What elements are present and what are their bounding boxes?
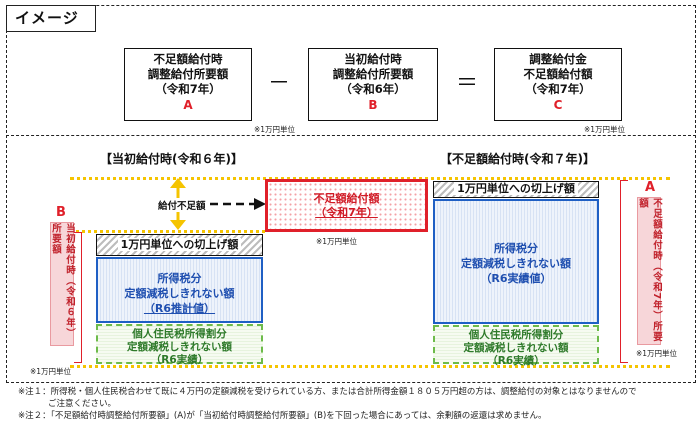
right-heading: 【不足額給付時(令和７年)】 [440,152,595,166]
formula-b-line: 調整給付所要額 [332,67,414,81]
formula-b-line: （令和6年） [340,82,406,96]
left-income-tax-bar: 所得税分 定額減税しきれない額 （R6推計値） [96,257,263,323]
image-frame [6,5,696,383]
right-resident-tax-line: 定額減税しきれない額 [463,342,569,354]
right-income-tax-bar: 所得税分 定額減税しきれない額 （R6実績値） [433,199,599,324]
left-side-letter: B [56,205,66,220]
unit-note-c: ※1万円単位 [584,125,626,134]
unit-note-a: ※1万円単位 [254,125,296,134]
shortfall-payment-line: （令和7年） [315,206,378,219]
equals-sign: ＝ [455,71,478,96]
left-bracket [74,232,82,363]
formula-box-c: 調整給付金 不足額給付額 （令和7年） C [494,48,622,121]
right-resident-tax-bar: 個人住民税所得割分 定額減税しきれない額 （R6実績） [433,325,599,367]
middle-unit-note: ※1万円単位 [316,237,358,246]
formula-a-line: 不足額給付時 [153,52,223,66]
left-resident-tax-bar: 個人住民税所得割分 定額減税しきれない額 （R6実績） [96,324,263,366]
note-1: ※注１：所得税・個人住民税合わせて既に４万円の定額減税を受けられている方、または… [18,387,637,397]
right-side-letter: A [645,180,656,195]
right-unit-note: ※1万円単位 [636,349,678,358]
left-resident-tax-line: 定額減税しきれない額 [127,341,232,353]
formula-a-line: （令和7年） [155,82,221,96]
left-roundup-label: 1万円単位への切上げ額 [117,238,242,251]
arrow-down-head [170,220,186,230]
minus-sign: － [267,71,290,96]
guide-line-bottom [70,365,670,368]
shortfall-label: 給付不足額 [158,198,206,212]
formula-a-letter: A [183,98,193,112]
formula-b-line: 当初給付時 [344,52,402,66]
footnotes: ※注１：所得税・個人住民税合わせて既に４万円の定額減税を受けられている方、または… [18,386,690,422]
right-bracket [620,180,628,363]
formula-b-letter: B [368,98,378,112]
note-2: ※注２：「不足額給付時調整給付所要額」(A)が「当初給付時調整給付所要額」(B)… [18,411,547,421]
right-roundup-label: 1万円単位への切上げ額 [454,182,578,195]
right-resident-tax-line: （R6実績） [487,355,545,367]
left-heading: 【当初給付時(令和６年)】 [100,152,243,166]
guide-line-left-top [70,230,265,233]
formula-box-b: 当初給付時 調整給付所要額 （令和6年） B [308,48,438,121]
formula-c-line: 不足額給付額 [523,67,593,81]
left-resident-tax-line: 個人住民税所得割分 [132,328,227,340]
arrow-up-head [170,178,186,188]
section-divider [6,135,696,136]
left-income-tax-line: （R6推計値） [143,302,216,315]
shortfall-payment-line: 不足額給付額 [313,192,380,205]
left-unit-note: ※1万円単位 [30,367,72,376]
right-income-tax-line: 所得税分 [494,242,538,255]
right-income-tax-line: 定額減税しきれない額 [461,257,571,270]
shortfall-payment-box: 不足額給付額 （令和7年） [265,179,428,232]
guide-line-top [70,177,670,180]
left-resident-tax-line: （R6実績） [150,354,209,366]
shortfall-dashed-arrow [210,198,266,210]
left-income-tax-line: 定額減税しきれない額 [124,287,235,300]
left-roundup-bar: 1万円単位への切上げ額 [96,234,263,256]
right-side-label: 不足額給付時（令和7年）所要額 [637,197,662,345]
formula-c-letter: C [553,98,563,112]
left-side-label: 当初給付時（令和６年）所要額 [50,222,75,346]
right-roundup-bar: 1万円単位への切上げ額 [433,181,599,198]
formula-box-a: 不足額給付時 調整給付所要額 （令和7年） A [124,48,252,121]
left-income-tax-line: 所得税分 [157,272,202,285]
note-1-continued: ご注意ください。 [48,399,117,409]
formula-a-line: 調整給付所要額 [147,67,229,81]
image-tag: イメージ [6,5,96,32]
right-income-tax-line: （R6実績値） [480,272,552,285]
right-resident-tax-line: 個人住民税所得割分 [468,329,564,341]
formula-c-line: 調整給付金 [529,52,587,66]
formula-c-line: （令和7年） [525,82,591,96]
dashed-arrow-head [254,198,266,210]
